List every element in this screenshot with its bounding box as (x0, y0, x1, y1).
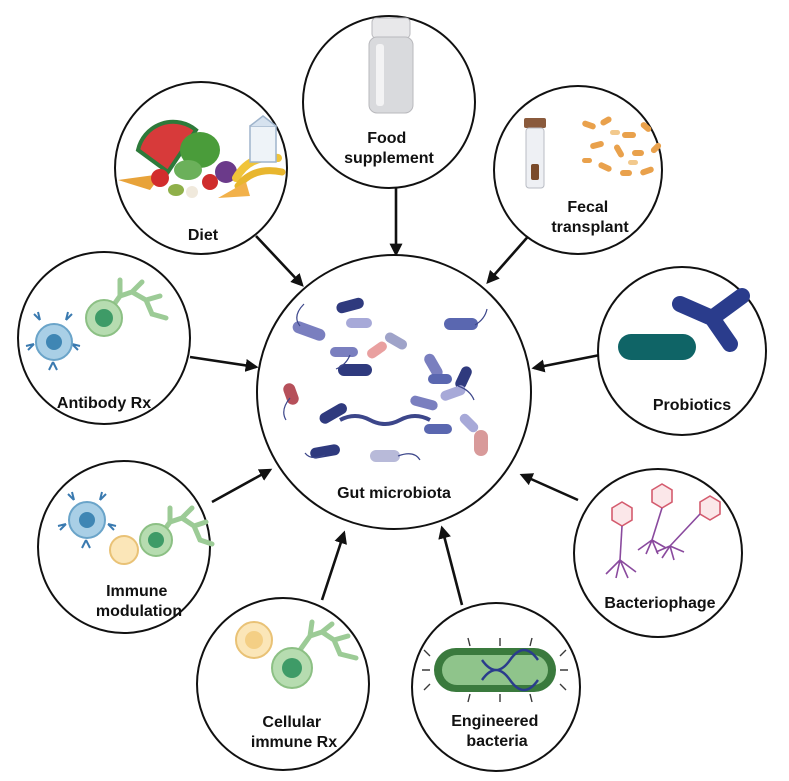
node-label: Diet (188, 227, 219, 244)
arrow-diet (255, 235, 304, 287)
arrow-cellular (320, 530, 347, 601)
node-label: Probiotics (653, 397, 731, 414)
supplement-bottle-icon (368, 17, 414, 114)
node-label: Fecal transplant (551, 199, 629, 236)
immune-cells-icon (235, 619, 359, 689)
arrow-immune (211, 468, 273, 504)
arrow-antibody (189, 355, 259, 372)
node-fecal-transplant: Fecal transplant (493, 85, 663, 255)
node-food-supplement: Food supplement (302, 15, 476, 189)
probiotic-bacteria-icon (618, 288, 750, 360)
node-label: Cellular immune Rx (251, 714, 337, 751)
node-cellular-immune-rx: Cellular immune Rx (196, 597, 370, 771)
node-immune-modulation: Immune modulation (37, 460, 215, 634)
bacteriophage-icon (605, 483, 721, 579)
node-label: Immune modulation (96, 583, 182, 620)
node-engineered-bacteria: Engineered bacteria (411, 602, 581, 772)
center-label: Gut microbiota (337, 485, 451, 502)
arrow-engineered (438, 525, 464, 606)
microbes-icon (283, 297, 488, 462)
node-probiotics: Probiotics (597, 266, 767, 436)
arrow-probiotics (531, 353, 601, 373)
node-diet: Diet (114, 81, 288, 255)
stool-tube-icon (524, 118, 546, 189)
immune-cells-antibody-icon (57, 491, 215, 565)
fruits-vegetables-icon (118, 115, 286, 198)
node-label: Food supplement (344, 130, 434, 167)
arrows (189, 188, 601, 606)
arrow-phage (519, 473, 579, 502)
node-label: Engineered bacteria (451, 713, 543, 750)
bacteria-cluster-icon (582, 116, 662, 176)
node-bacteriophage: Bacteriophage (573, 468, 743, 638)
arrow-fecal (486, 231, 533, 284)
center-node: Gut microbiota (256, 254, 532, 530)
engineered-bacterium-dna-icon (422, 637, 568, 703)
antibody-cell-icon (25, 277, 169, 371)
node-label: Antibody Rx (57, 395, 151, 412)
node-label: Bacteriophage (604, 595, 715, 612)
node-antibody-rx: Antibody Rx (17, 251, 191, 425)
